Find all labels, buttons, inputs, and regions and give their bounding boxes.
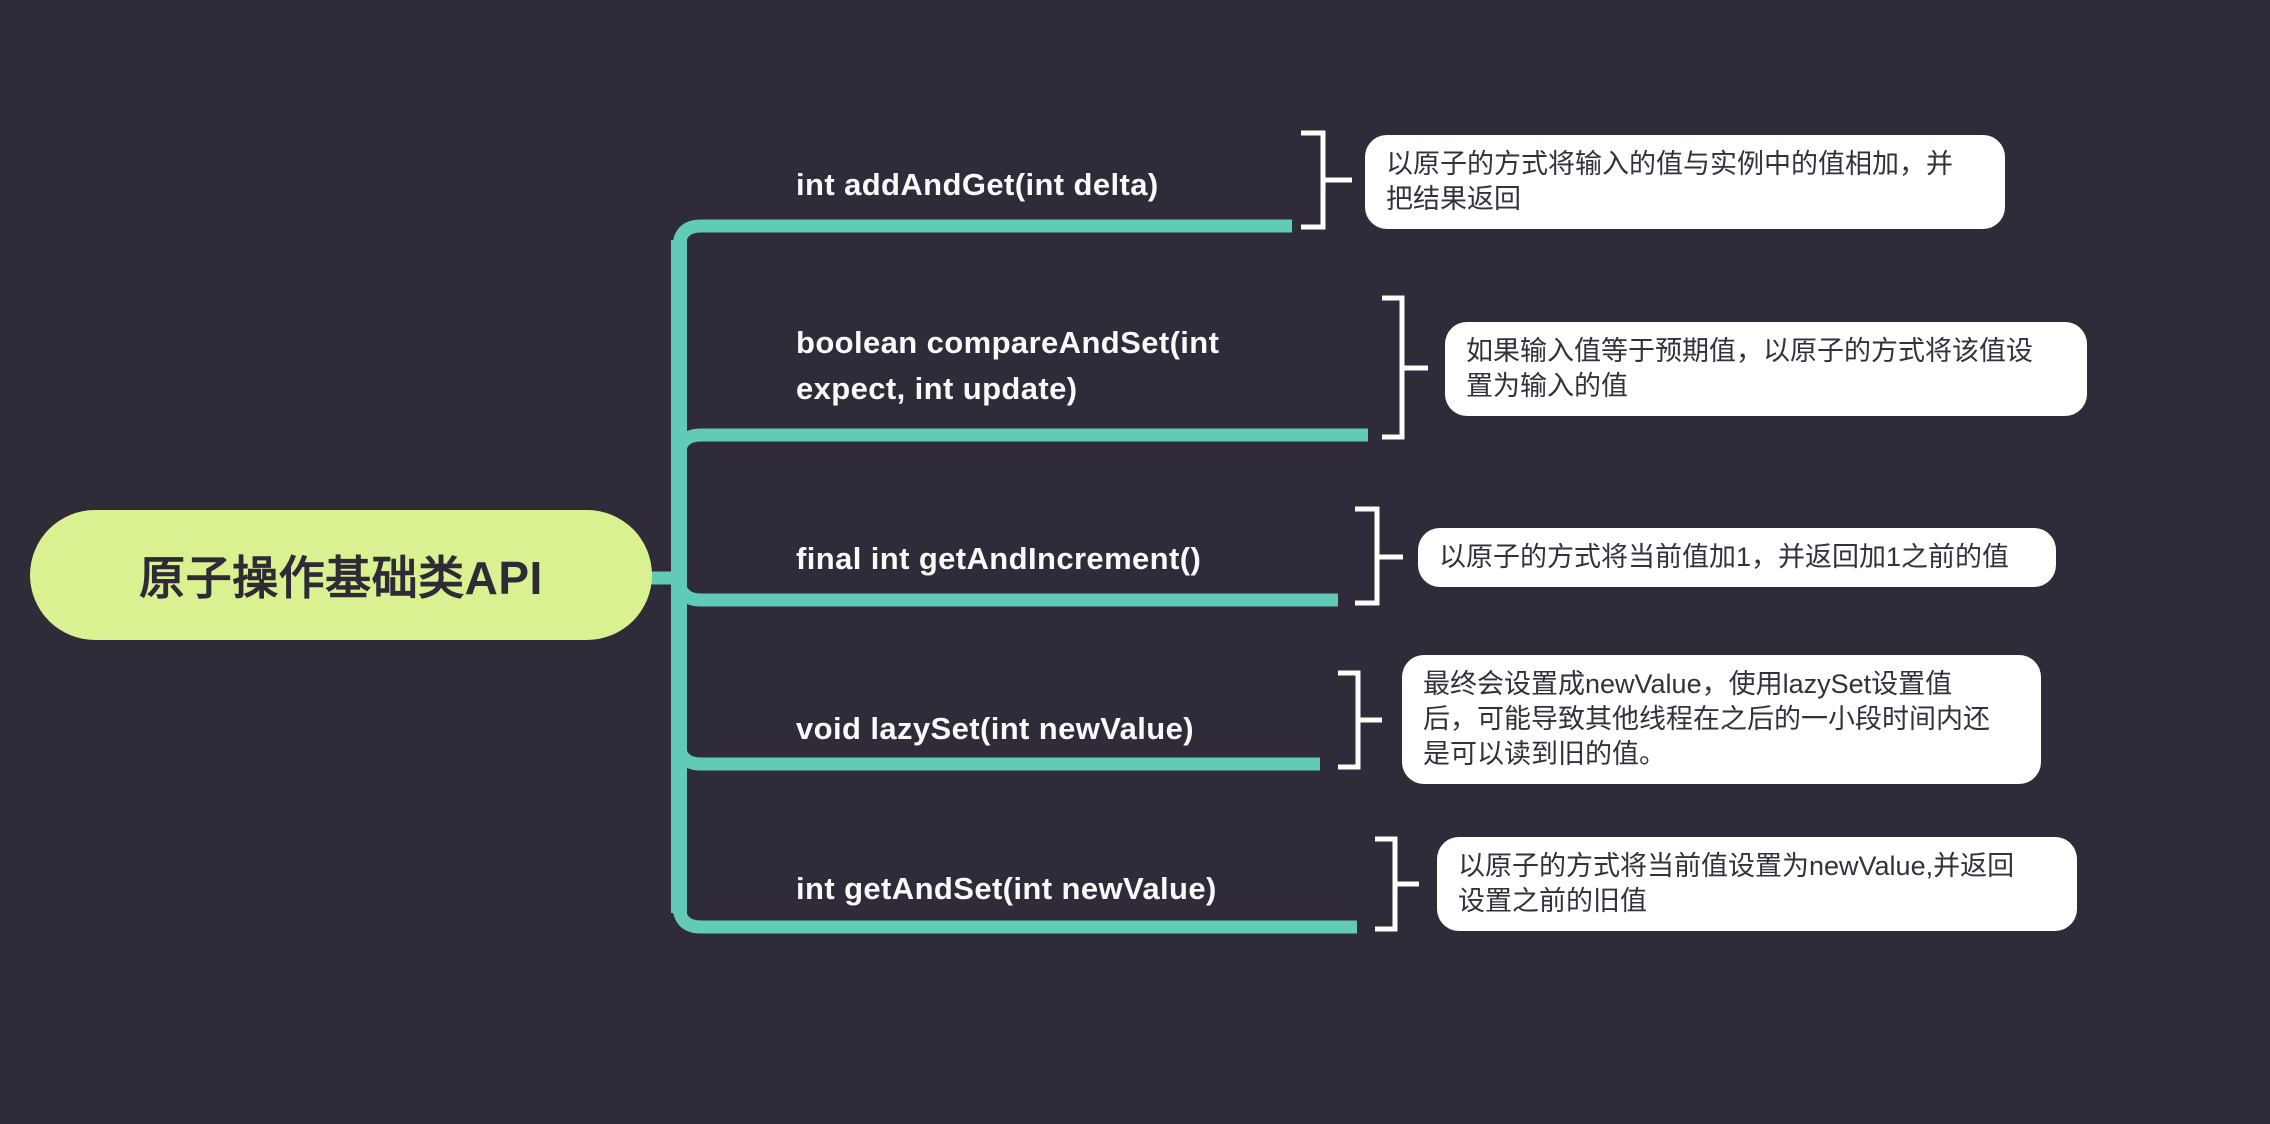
method-node-addAndGet[interactable]: int addAndGet(int delta) [796,167,1159,202]
description-card-addAndGet[interactable]: 以原子的方式将输入的值与实例中的值相加，并 把结果返回 [1365,135,2005,229]
root-topic-label: 原子操作基础类API [139,552,543,604]
method-node-compareAndSet[interactable]: boolean compareAndSet(int expect, int up… [796,325,1220,406]
description-card-lazySet[interactable]: 最终会设置成newValue，使用lazySet设置值 后，可能导致其他线程在之… [1402,655,2041,784]
description-card-compareAndSet[interactable]: 如果输入值等于预期值，以原子的方式将该值设 置为输入的值 [1445,322,2087,416]
method-node-getAndSet[interactable]: int getAndSet(int newValue) [796,871,1217,906]
method-node-lazySet[interactable]: void lazySet(int newValue) [796,711,1194,746]
method-node-getAndIncrement[interactable]: final int getAndIncrement() [796,541,1202,576]
root-topic[interactable]: 原子操作基础类API [30,510,652,640]
bracket-2 [1382,295,1428,440]
bracket-5 [1375,836,1419,932]
description-card-getAndSet[interactable]: 以原子的方式将当前值设置为newValue,并返回 设置之前的旧值 [1437,837,2077,931]
description-card-getAndIncrement[interactable]: 以原子的方式将当前值加1，并返回加1之前的值 [1418,528,2056,587]
